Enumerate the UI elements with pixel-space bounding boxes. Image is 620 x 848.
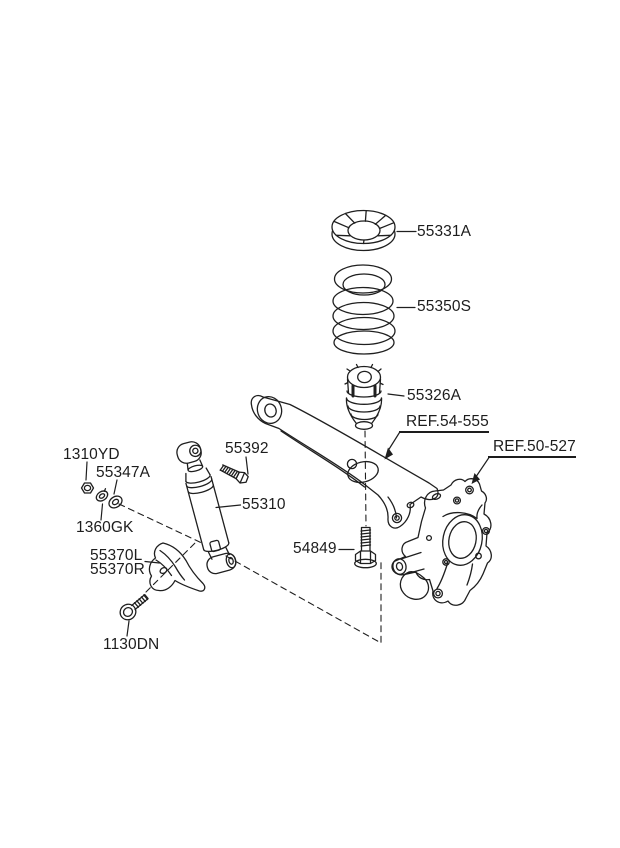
coil-spring-drawing	[332, 264, 396, 355]
bolt-55392-drawing	[219, 464, 249, 484]
nut-1310yd-drawing	[80, 482, 95, 494]
part-label-54849: 54849	[293, 540, 337, 557]
part-label-55370r: 55370R	[90, 561, 145, 578]
part-label-55350s: 55350S	[417, 298, 472, 315]
part-label-55310: 55310	[242, 496, 286, 513]
part-label-1130dn: 1130DN	[103, 636, 160, 653]
shield-55370-drawing	[148, 542, 206, 592]
part-label-55326a: 55326A	[407, 387, 462, 404]
ref-label-54-555: REF.54-555	[399, 413, 489, 434]
part-label-55370l: 55370L	[90, 547, 143, 564]
part-label-55347a: 55347A	[96, 464, 151, 481]
ref-arrows	[384, 447, 480, 484]
knuckle-drawing	[391, 478, 492, 606]
ref-label-50-527: REF.50-527	[488, 438, 576, 459]
trailing-arm-drawing	[250, 394, 439, 529]
part-label-1360gk: 1360GK	[76, 519, 134, 536]
washer-1360gk-drawing	[95, 488, 109, 502]
bolt-54849-drawing	[354, 526, 377, 569]
washer-55347a-drawing	[108, 495, 123, 509]
bolt-1130dn-drawing	[119, 593, 149, 621]
spring-seat-drawing	[331, 209, 396, 252]
part-label-55392: 55392	[225, 440, 269, 457]
leader-lines	[85, 230, 490, 637]
part-label-1310yd: 1310YD	[63, 446, 120, 463]
assembly-dashed-lines	[118, 430, 382, 644]
part-label-55331a: 55331A	[417, 223, 472, 240]
shock-absorber-drawing	[176, 441, 237, 575]
bump-stopper-drawing	[344, 363, 384, 430]
